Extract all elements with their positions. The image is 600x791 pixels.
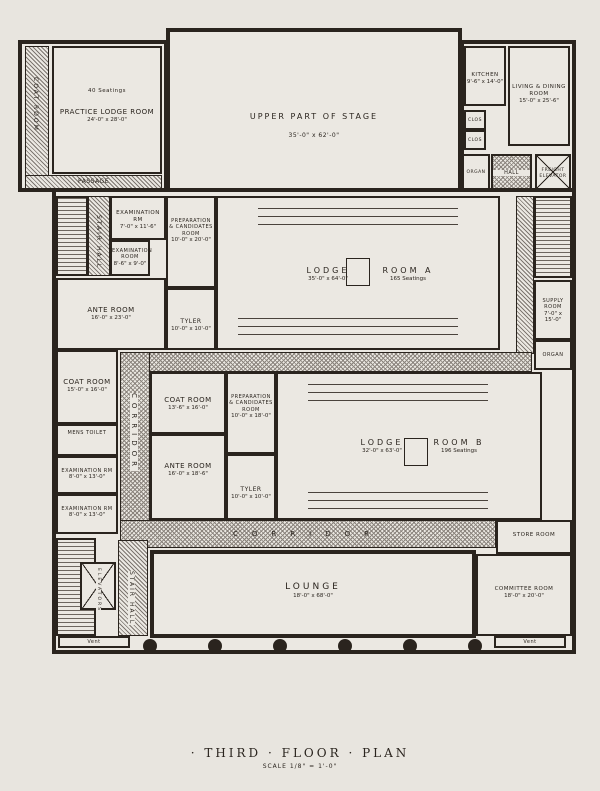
- mens-toilet: MENS TOILET: [56, 424, 118, 456]
- coat-room-nw: COAT ROOM: [25, 46, 49, 176]
- upper-stage: UPPER PART OF STAGE 35'-0" x 62'-0": [166, 28, 462, 192]
- store-room: STORE ROOM: [496, 520, 572, 554]
- stair: [56, 196, 88, 276]
- organ-north: ORGAN: [462, 154, 490, 190]
- column: [208, 639, 222, 653]
- organ-east: ORGAN: [534, 340, 572, 370]
- corridor-west: CORRIDOR: [120, 352, 150, 548]
- closet: CLOS: [464, 110, 486, 130]
- altar: [346, 258, 370, 286]
- passage: PASSAGE: [25, 175, 162, 189]
- plan-title: · THIRD · FLOOR · PLAN: [190, 746, 410, 760]
- closet: CLOS: [464, 130, 486, 150]
- stair-hall-a: STAIR HALL: [88, 196, 110, 276]
- stair-hall-east: [516, 196, 534, 354]
- vent-east: Vent: [494, 636, 566, 648]
- column: [143, 639, 157, 653]
- vent-west: Vent: [58, 636, 130, 648]
- corridor-south: CORRIDOR: [120, 520, 496, 548]
- column: [403, 639, 417, 653]
- freight-elevator: FREIGHT ELEVATOR: [535, 154, 571, 190]
- stair-hall-b: STAIR HALL: [118, 540, 148, 636]
- corridor-north: [120, 352, 532, 372]
- plan-scale: SCALE 1/8" = 1'-0": [262, 763, 338, 770]
- column: [468, 639, 482, 653]
- altar: [404, 438, 428, 466]
- hall: HALL: [491, 154, 532, 190]
- stair-east: [534, 196, 572, 278]
- elevators: ELEVATORS: [80, 562, 116, 612]
- column: [273, 639, 287, 653]
- column: [338, 639, 352, 653]
